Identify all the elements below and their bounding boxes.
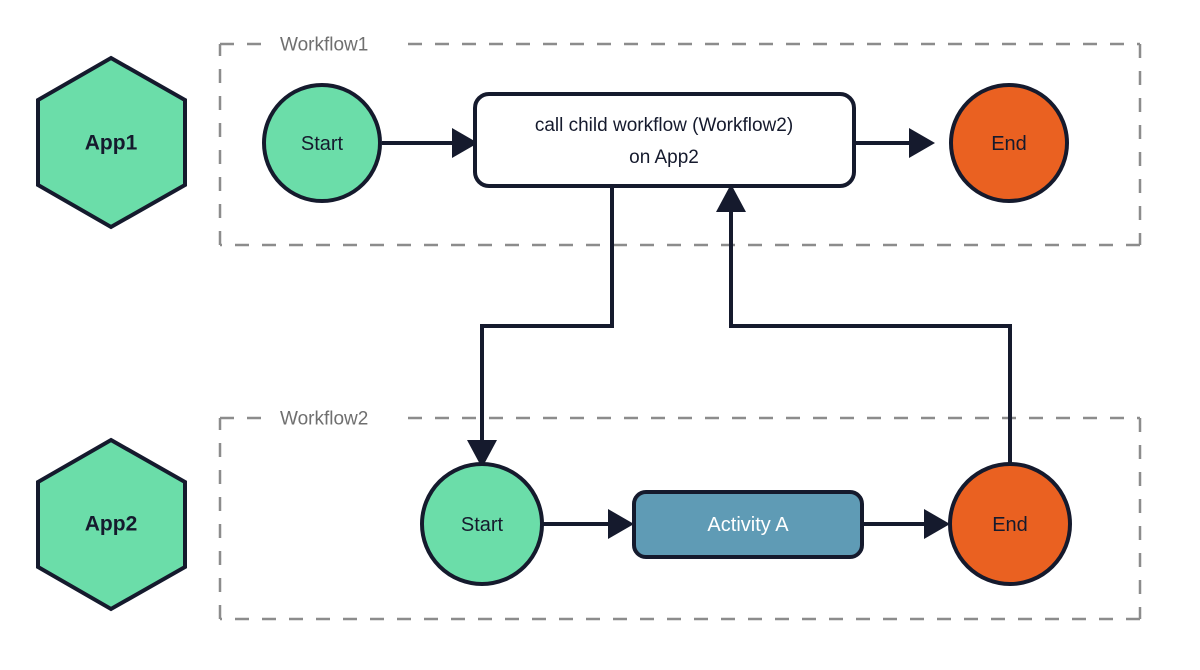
- app2-label: App2: [85, 513, 138, 536]
- edge-start-to-call-arrowhead: [452, 128, 478, 158]
- app1-label: App1: [85, 132, 138, 155]
- wf1-start-label: Start: [301, 133, 344, 155]
- node-wf2-activity-a[interactable]: Activity A: [632, 490, 864, 559]
- edge-wf2end-to-call-line: [729, 212, 1012, 464]
- node-wf1-call-child-workflow[interactable]: call child workflow (Workflow2) on App2: [473, 92, 856, 188]
- app1-hexagon[interactable]: App1: [36, 55, 187, 230]
- edge-wf2end-to-call: [716, 184, 1012, 464]
- app2-hexagon-shape: [36, 437, 187, 612]
- edge-call-to-wf2start: [467, 186, 614, 468]
- edge-call-to-wf2start-line: [480, 186, 614, 440]
- workflow1-label: Workflow1: [280, 35, 368, 56]
- wf1-call-box: [473, 92, 856, 188]
- wf1-end-circle: [949, 83, 1069, 203]
- node-wf1-start[interactable]: Start: [262, 83, 382, 203]
- app2-hexagon[interactable]: App2: [36, 437, 187, 612]
- wf1-start-circle: [262, 83, 382, 203]
- wf1-call-label-line1: call child workflow (Workflow2): [535, 115, 793, 136]
- edge-call-to-end: [854, 128, 935, 158]
- workflow2-label: Workflow2: [280, 409, 368, 430]
- wf2-start-circle: [420, 462, 544, 586]
- node-wf1-end[interactable]: End: [949, 83, 1069, 203]
- edge-call-to-wf2start-arrowhead: [467, 440, 497, 468]
- wf2-activity-label: Activity A: [707, 514, 789, 536]
- app1-hexagon-shape: [36, 55, 187, 230]
- node-wf2-start[interactable]: Start: [420, 462, 544, 586]
- edge-start-to-call: [382, 128, 478, 158]
- edge-activity-to-wf2end: [862, 509, 950, 539]
- edge-wf2start-to-activity-arrowhead: [608, 509, 634, 539]
- edge-call-to-end-arrowhead: [909, 128, 935, 158]
- group-workflow2: Workflow2: [218, 409, 1142, 621]
- wf1-call-label-line2: on App2: [629, 147, 699, 168]
- wf2-end-label: End: [992, 514, 1028, 536]
- wf1-end-label: End: [991, 133, 1027, 155]
- edge-wf2start-to-activity: [543, 509, 634, 539]
- edge-activity-to-wf2end-arrowhead: [924, 509, 950, 539]
- group-workflow1: Workflow1: [218, 35, 1142, 247]
- node-wf2-end[interactable]: End: [948, 462, 1072, 586]
- wf2-start-label: Start: [461, 514, 504, 536]
- wf2-activity-box: [632, 490, 864, 559]
- edge-wf2end-to-call-arrowhead: [716, 184, 746, 212]
- wf2-end-circle: [948, 462, 1072, 586]
